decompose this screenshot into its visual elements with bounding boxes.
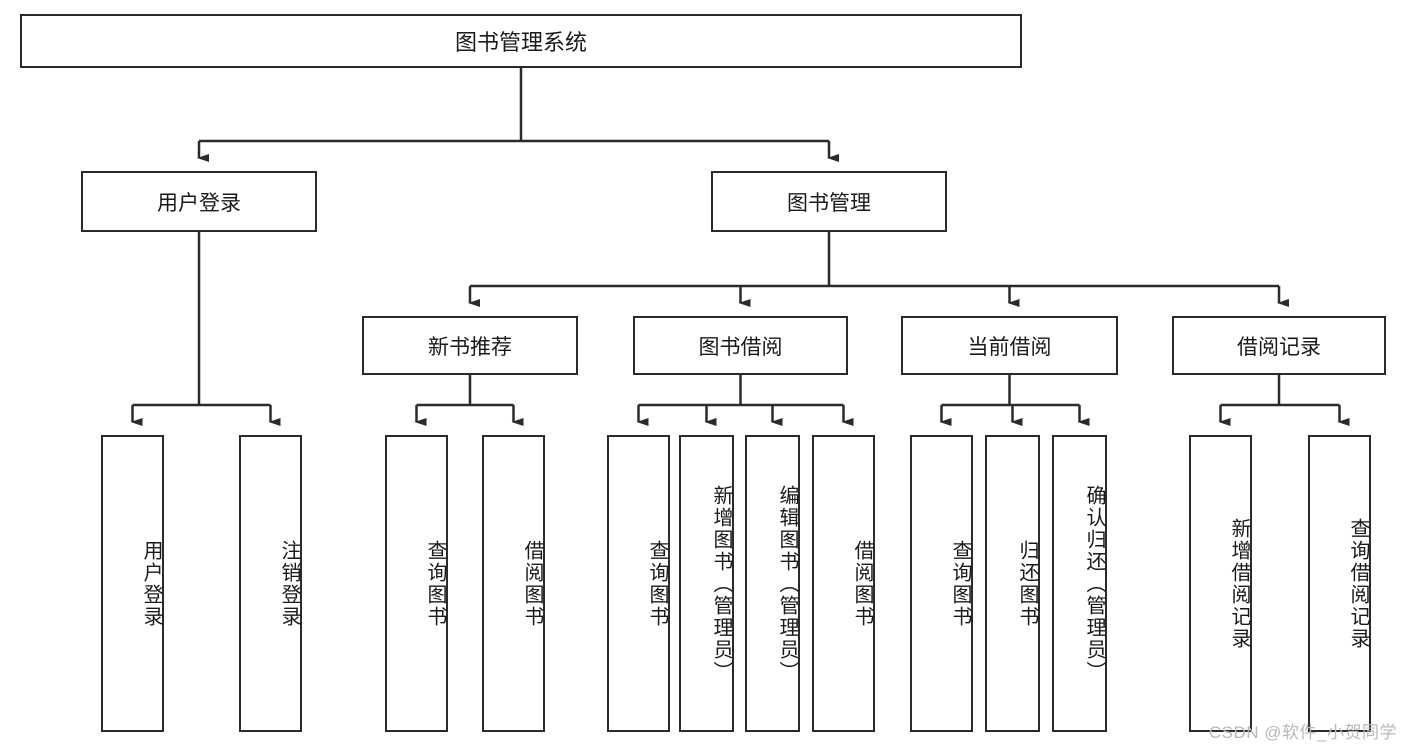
node-leaf-add-book[interactable]: 新增图书（管理员）: [679, 435, 734, 732]
node-leaf-query-book-3-label: 查询图书: [949, 539, 971, 628]
node-leaf-query-record-label: 查询借阅记录: [1347, 517, 1369, 650]
node-leaf-borrow-book-2-label: 借阅图书: [851, 539, 873, 628]
node-leaf-query-book-1-label: 查询图书: [424, 539, 446, 628]
node-root-label: 图书管理系统: [454, 30, 587, 55]
node-leaf-query-book-1[interactable]: 查询图书: [385, 435, 448, 732]
node-book-borrow-label: 图书借阅: [698, 335, 783, 359]
node-book-borrow[interactable]: 图书借阅: [633, 316, 848, 375]
node-user-login[interactable]: 用户登录: [81, 171, 317, 232]
node-leaf-query-book-2[interactable]: 查询图书: [607, 435, 670, 732]
node-leaf-borrow-book-2[interactable]: 借阅图书: [812, 435, 875, 732]
node-leaf-query-book-3[interactable]: 查询图书: [910, 435, 973, 732]
node-book-manage-label: 图书管理: [787, 191, 871, 215]
node-root[interactable]: 图书管理系统: [20, 14, 1022, 68]
node-leaf-borrow-book-1-label: 借阅图书: [521, 539, 543, 628]
node-leaf-add-record[interactable]: 新增借阅记录: [1189, 435, 1252, 732]
node-leaf-confirm-return[interactable]: 确认归还（管理员）: [1052, 435, 1107, 732]
node-leaf-user-login-label: 用户登录: [140, 539, 162, 628]
node-book-manage[interactable]: 图书管理: [711, 171, 947, 232]
node-leaf-add-record-label: 新增借阅记录: [1228, 517, 1250, 650]
node-leaf-user-login[interactable]: 用户登录: [101, 435, 164, 732]
node-leaf-query-book-2-label: 查询图书: [646, 539, 668, 628]
node-leaf-return-book[interactable]: 归还图书: [985, 435, 1040, 732]
node-leaf-add-book-label: 新增图书（管理员）: [710, 484, 732, 683]
node-leaf-edit-book[interactable]: 编辑图书（管理员）: [745, 435, 800, 732]
node-new-book-rec[interactable]: 新书推荐: [362, 316, 578, 375]
node-leaf-confirm-return-label: 确认归还（管理员）: [1083, 484, 1105, 683]
node-leaf-borrow-book-1[interactable]: 借阅图书: [482, 435, 545, 732]
node-new-book-rec-label: 新书推荐: [428, 335, 512, 359]
node-borrow-record[interactable]: 借阅记录: [1172, 316, 1386, 375]
node-borrow-record-label: 借阅记录: [1237, 335, 1321, 359]
node-leaf-logout-label: 注销登录: [278, 539, 300, 628]
watermark-text: CSDN @软件_小贺同学: [1208, 723, 1397, 742]
node-leaf-return-book-label: 归还图书: [1016, 539, 1038, 628]
node-leaf-query-record[interactable]: 查询借阅记录: [1308, 435, 1371, 732]
node-current-borrow[interactable]: 当前借阅: [901, 316, 1118, 375]
node-user-login-label: 用户登录: [157, 191, 241, 215]
node-leaf-logout[interactable]: 注销登录: [239, 435, 302, 732]
node-current-borrow-label: 当前借阅: [967, 335, 1052, 359]
node-leaf-edit-book-label: 编辑图书（管理员）: [776, 484, 798, 683]
